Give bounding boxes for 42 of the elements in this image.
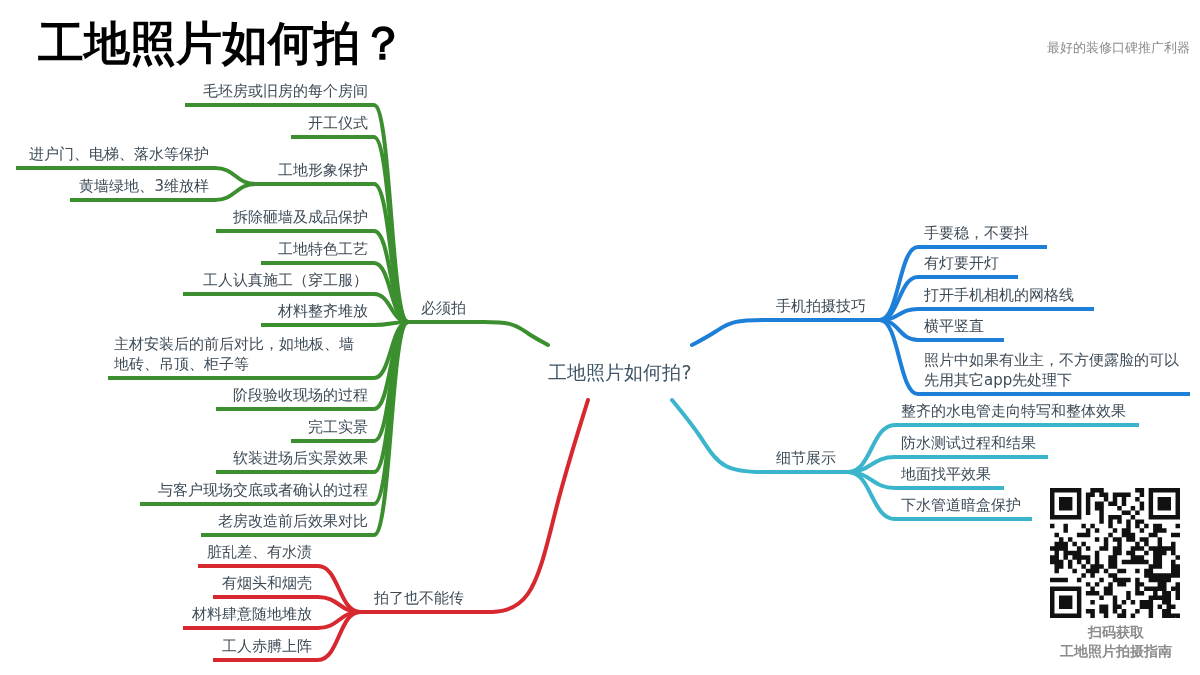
- topic-label: 阶段验收现场的过程: [216, 385, 374, 411]
- topic-label: 拆除砸墙及成品保护: [216, 207, 374, 233]
- topic-label: 横平竖直: [918, 316, 1004, 342]
- topic-label: 进户门、电梯、落水等保护: [16, 144, 215, 170]
- topic-label: 整齐的水电管走向特写和整体效果: [895, 401, 1139, 427]
- branch-line: [476, 320, 550, 347]
- topic-label: 细节展示: [770, 448, 848, 474]
- branch-line: [476, 398, 590, 614]
- qr-caption: 扫码获取: [1088, 623, 1144, 641]
- topic-label: 工地形象保护: [256, 160, 374, 186]
- tagline: 最好的装修口碑推广利器: [1047, 40, 1190, 57]
- topic-label: 防水测试过程和结果: [895, 433, 1048, 459]
- title: 工地照片如何拍？: [38, 15, 406, 72]
- topic-label: 主材安装后的前后对比，如地板、墙地砖、吊顶、柜子等: [108, 334, 374, 380]
- topic-label: 完工实景: [291, 417, 374, 443]
- topic-label: 有灯要开灯: [918, 253, 1018, 279]
- branch-line: [213, 182, 258, 202]
- topic-label: 材料肆意随地堆放: [183, 604, 318, 630]
- topic-label: 软装进场后实景效果: [216, 448, 374, 474]
- topic-label: 开工仪式: [291, 113, 374, 139]
- topic-label: 老房改造前后效果对比: [201, 511, 374, 537]
- qr-caption: 工地照片拍摄指南: [1060, 642, 1172, 660]
- topic-label: 与客户现场交底或者确认的过程: [140, 480, 374, 506]
- topic-label: 打开手机相机的网格线: [918, 285, 1094, 311]
- topic-label: 拍了也不能传: [360, 588, 478, 614]
- topic-label: 材料整齐堆放: [261, 301, 374, 327]
- topic-label: 照片中如果有业主，不方便露脸的可以先用其它app先处理下: [918, 350, 1190, 396]
- topic-label: 地面找平效果: [895, 464, 1004, 490]
- topic-label: 必须拍: [408, 298, 478, 324]
- topic-label: 脏乱差、有水渍: [198, 542, 318, 568]
- topic-label: 工人赤膊上阵: [213, 636, 318, 662]
- topic-label: 工人认真施工（穿工服）: [183, 270, 374, 296]
- topic-label: 手要稳，不要抖: [918, 223, 1047, 249]
- branch-line: [690, 318, 772, 347]
- topic-label: 毛坯房或旧房的每个房间: [185, 81, 374, 107]
- topic-label: 有烟头和烟壳: [213, 573, 318, 599]
- topic-label: 手机拍摄技巧: [770, 296, 880, 322]
- branch-line: [670, 398, 772, 474]
- topic-label: 工地特色工艺: [261, 239, 374, 265]
- central-topic: 工地照片如何拍?: [540, 345, 700, 400]
- topic-label: 下水管道暗盒保护: [895, 495, 1032, 521]
- topic-label: 黄墙绿地、3维放样: [70, 176, 215, 202]
